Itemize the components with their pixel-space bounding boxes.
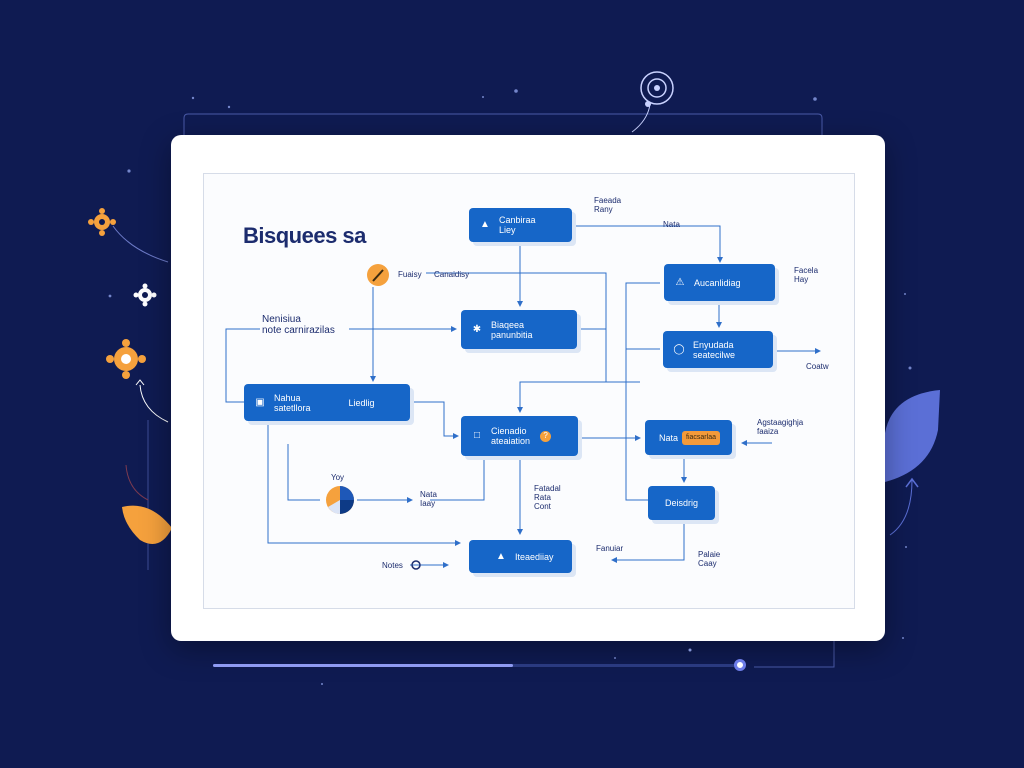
node-nahua-extra: Liedlig [348, 397, 375, 408]
diagram-title: Bisquees sa [243, 223, 366, 248]
label-bottom-right: Fanuiar [596, 544, 624, 553]
node-iteaediiay[interactable]: ▲ Iteaediiay [469, 540, 572, 573]
image-icon: ▣ [255, 396, 265, 408]
node-canbiraa[interactable]: ▲ Canbiraa Liey [469, 208, 572, 242]
label-pie: Yoy [331, 473, 345, 482]
label-bottom-right-2: Palaie Caay [698, 550, 721, 568]
node-aucanlidiag[interactable]: ⚠ Aucanlidiag [664, 264, 775, 301]
pie-chart-icon [326, 486, 354, 514]
label-right-note-2: Coatw [806, 362, 829, 371]
node-biaqeea[interactable]: ✱ Biaqeea panunbitia [461, 310, 577, 349]
gear-icon: ✱ [472, 323, 482, 335]
info-icon: ? [540, 430, 552, 442]
label-mid-note-1: Fatadal Rata Cont [534, 484, 561, 511]
leaf-icon [122, 505, 172, 544]
node-nahua[interactable]: ▣ Nahua satetllora Liedlig [244, 384, 410, 421]
gear-icon [88, 208, 116, 236]
progress-knob[interactable] [734, 659, 746, 671]
progress-fill [213, 664, 514, 667]
target-icon [631, 71, 674, 133]
settings-dot-icon [411, 560, 421, 570]
label-middle-left-1: Fuaisy [398, 270, 422, 279]
leaf-icon [884, 390, 940, 482]
gear-icon [133, 283, 157, 307]
edit-icon [367, 264, 389, 286]
warning-icon: ⚠ [675, 276, 685, 288]
label-top-right-note: Faeada Rany [594, 196, 622, 214]
search-icon: ◯ [673, 343, 685, 355]
user-icon: ▲ [480, 219, 490, 230]
progress-track[interactable] [213, 664, 740, 667]
node-nata-badge: fiacsarlaa [682, 430, 720, 445]
node-enyudada[interactable]: ◯ Enyudada seatecilwe [663, 331, 773, 368]
label-bottom-left: Notes [382, 561, 403, 570]
label-middle-left-2: Canaidisy [434, 270, 470, 279]
label-pie-note: Nata Iaay [420, 490, 437, 508]
chart-icon: □ [473, 430, 481, 441]
gear-icon [106, 339, 146, 379]
label-left-note: Nenisiua note carnirazilas [262, 314, 335, 336]
node-cienadio[interactable]: □ Cienadio ateaiation ? [461, 416, 578, 456]
label-right-note-3: Agstaagighja faaiza [757, 418, 804, 436]
alert-icon: ▲ [496, 550, 506, 562]
label-right-note-1: Facela Hay [794, 266, 819, 284]
node-deisdrig[interactable]: Deisdrig [648, 486, 715, 520]
node-nata[interactable]: Nata fiacsarlaa [645, 420, 732, 455]
label-note: Nata [663, 220, 680, 229]
